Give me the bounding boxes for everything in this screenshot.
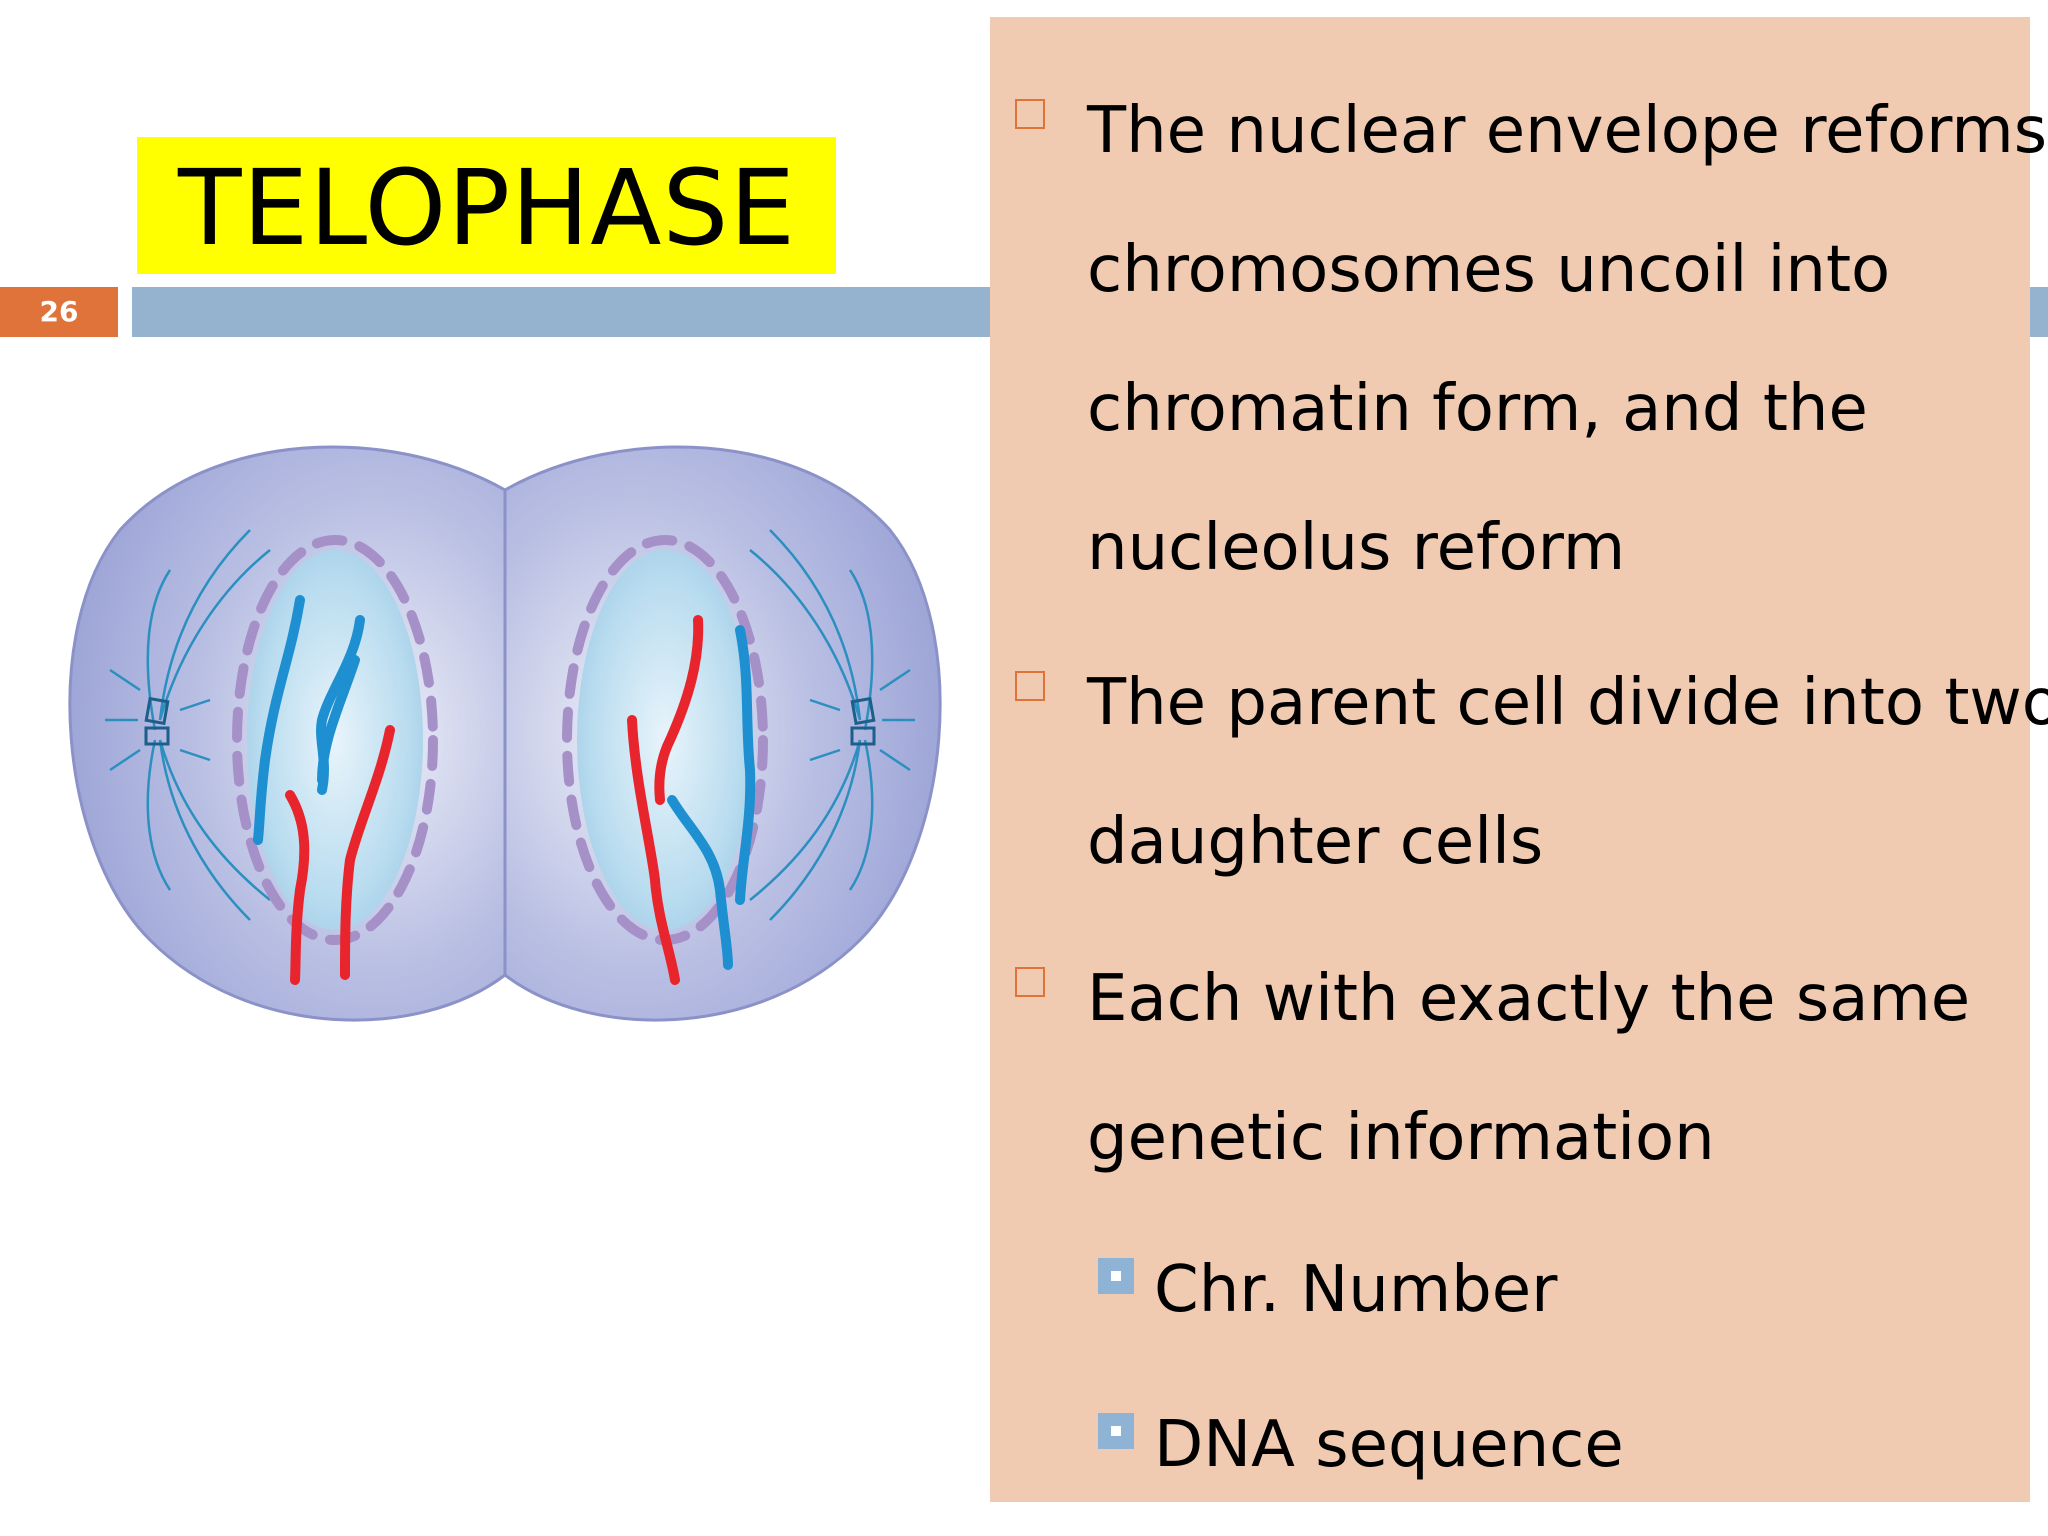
square-subbullet-icon — [1098, 1258, 1134, 1294]
subbullet-2-text: DNA sequence — [1154, 1408, 1624, 1482]
bullet-3-line-2: genetic information — [1087, 1101, 1715, 1175]
bullet-1-line-3: chromatin form, and the — [1087, 372, 1868, 446]
slide-title: TELOPHASE — [178, 147, 797, 269]
subbullet-1-text: Chr. Number — [1154, 1253, 1558, 1327]
bullet-1-line-1: The nuclear envelope reforms, — [1087, 94, 2048, 168]
title-highlight — [137, 137, 836, 274]
bullet-2-line-2: daughter cells — [1087, 805, 1544, 879]
slide-number: 26 — [0, 287, 118, 337]
square-bullet-icon — [1015, 967, 1045, 997]
bullet-1-line-4: nucleolus reform — [1087, 511, 1626, 585]
telophase-cell-diagram — [68, 445, 942, 1022]
bullet-3-line-1: Each with exactly the same — [1087, 962, 1971, 1036]
right-spindle-fibers — [749, 529, 915, 921]
square-bullet-icon — [1015, 671, 1045, 701]
square-subbullet-icon — [1098, 1413, 1134, 1449]
left-spindle-fibers — [105, 529, 271, 921]
square-bullet-icon — [1015, 99, 1045, 129]
right-chromosomes — [627, 615, 756, 985]
bullet-1-line-2: chromosomes uncoil into — [1087, 233, 1891, 307]
left-chromosomes — [253, 595, 395, 985]
text-panel — [990, 17, 2030, 1502]
bullet-2-line-1: The parent cell divide into two — [1087, 666, 2048, 740]
